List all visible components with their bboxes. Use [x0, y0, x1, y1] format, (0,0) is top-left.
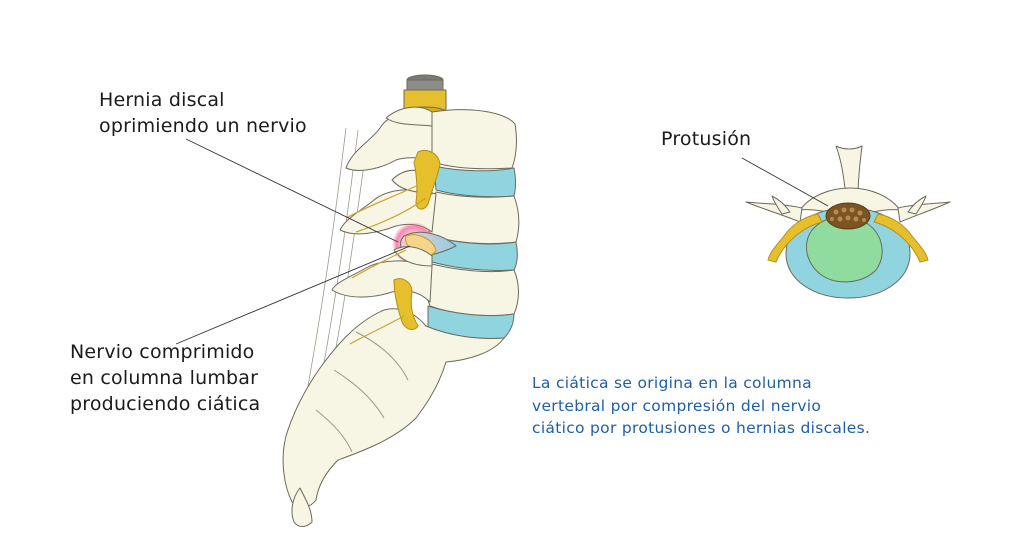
protusion-label: Protusión	[661, 128, 752, 150]
hernia-pointer-line	[185, 138, 399, 243]
vertebra-3-process	[331, 260, 433, 303]
vertebra-1	[427, 109, 517, 170]
axial-nerve-root-right	[873, 213, 929, 263]
sacrum	[282, 308, 505, 508]
nervio-label-line2: en columna lumbar	[70, 367, 259, 389]
nervio-comprimido-label: Nervio comprimido en columna lumbar prod…	[70, 339, 260, 417]
caption-line2: vertebral por compresión del nervio	[532, 396, 822, 415]
nerve-root-1	[413, 150, 441, 210]
protusion-pointer-line	[741, 157, 829, 207]
nerve-root-3	[393, 278, 419, 330]
coccyx	[291, 487, 313, 527]
caption-line1: La ciática se origina en la columna	[532, 374, 812, 392]
axial-vertebra	[745, 145, 951, 299]
nerve-fibres	[345, 185, 427, 345]
sacrum-ridge	[315, 331, 409, 453]
caption-text: La ciática se origina en la columna vert…	[532, 372, 870, 440]
nervio-pointer-line	[175, 245, 411, 345]
axial-nerve-root-left	[767, 213, 823, 263]
nervio-label-line1: Nervio comprimido	[70, 341, 255, 363]
hernia-discal-label: Hernia discal oprimiendo un nervio	[99, 87, 307, 139]
hernia-label-line2: oprimiendo un nervio	[99, 115, 307, 137]
nervio-label-line3: produciendo ciática	[70, 393, 261, 415]
vertebra-2	[427, 191, 520, 245]
hernia-label-line1: Hernia discal	[99, 89, 225, 111]
lateral-spine	[282, 74, 520, 527]
intervertebral-disc-1	[433, 165, 516, 198]
caption-line3: ciático por protusiones o hernias discal…	[532, 419, 871, 437]
protrusion-texture	[830, 207, 866, 222]
vertebra-3	[425, 263, 519, 317]
